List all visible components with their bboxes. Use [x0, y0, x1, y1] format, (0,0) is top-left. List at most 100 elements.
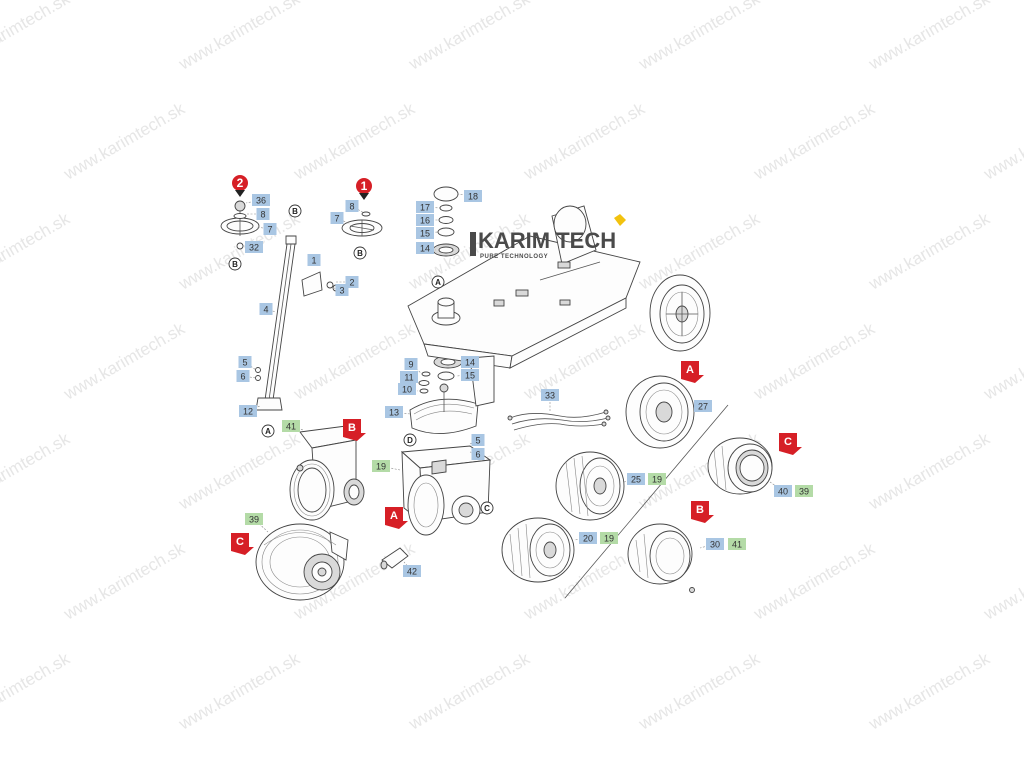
callout-label: 7 — [263, 223, 277, 235]
callout-box — [403, 565, 421, 577]
callout-label: 32 — [245, 241, 263, 253]
section-marker-shape — [779, 433, 802, 455]
callout-box — [627, 473, 645, 485]
watermark-text: www.karimtech.sk — [865, 649, 994, 734]
callout-number: 25 — [631, 475, 641, 485]
watermark-text: www.karimtech.sk — [750, 319, 879, 404]
callout-label: 12 — [239, 405, 257, 417]
callout-box — [345, 200, 359, 212]
callout-box — [236, 370, 250, 382]
callout-box — [259, 303, 273, 315]
numbered-marker-arrow — [359, 193, 369, 200]
watermark-text: www.karimtech.sk — [405, 0, 534, 74]
chassis-rear-wheel — [649, 274, 711, 352]
section-marker-letter: B — [348, 422, 356, 434]
connection-letter: C — [480, 501, 494, 515]
section-marker-shape — [343, 419, 366, 441]
callout-number: 5 — [475, 436, 480, 446]
callout-label: 16 — [416, 214, 434, 226]
callout-box — [541, 389, 559, 401]
section-marker-letter: C — [784, 436, 792, 448]
callout-number: 7 — [267, 225, 272, 235]
drive-unit-a — [400, 445, 492, 536]
watermark-text: www.karimtech.sk — [635, 209, 764, 294]
callout-box — [404, 358, 418, 370]
connection-letter: A — [431, 275, 445, 289]
callout-label: 7 — [330, 212, 344, 224]
numbered-marker-text: 1 — [361, 179, 368, 193]
callout-labels: 3687328713245612411817161514911101415135… — [236, 190, 813, 577]
callout-number: 5 — [242, 358, 247, 368]
leader-line — [244, 361, 257, 371]
watermark-text: www.karimtech.sk — [0, 0, 73, 74]
callout-label: 5 — [471, 434, 485, 446]
callout-label: 19 — [648, 473, 666, 485]
connection-letter-text: D — [407, 436, 413, 445]
callout-number: 6 — [240, 372, 245, 382]
callout-box — [471, 448, 485, 460]
callout-label: 1 — [307, 254, 321, 266]
callout-label: 8 — [345, 200, 359, 212]
callout-box — [416, 227, 434, 239]
callout-number: 27 — [698, 402, 708, 412]
callout-box — [385, 406, 403, 418]
callout-label: 33 — [541, 389, 559, 401]
callout-number: 39 — [249, 515, 259, 525]
leader-line — [247, 405, 261, 412]
leader-line — [255, 226, 271, 230]
section-marker-letter: A — [390, 510, 398, 522]
watermark-text: www.karimtech.sk — [750, 99, 879, 184]
callout-box — [282, 420, 300, 432]
callout-box — [416, 214, 434, 226]
callout-box — [307, 254, 321, 266]
callout-label: 39 — [245, 513, 263, 525]
callout-box — [795, 485, 813, 497]
callout-number: 19 — [604, 534, 614, 544]
callout-label: 30 — [706, 538, 724, 550]
callout-box — [252, 194, 270, 206]
callout-box — [400, 371, 418, 383]
wiring-harness — [507, 409, 611, 431]
callout-label: 19 — [372, 460, 390, 472]
callout-number: 16 — [420, 216, 430, 226]
callout-number: 32 — [249, 243, 259, 253]
section-marker-letter: A — [686, 364, 694, 376]
watermark-text: www.karimtech.sk — [0, 429, 73, 514]
turntable-gear — [409, 383, 479, 434]
callout-number: 19 — [652, 475, 662, 485]
watermark-text: www.karimtech.sk — [635, 649, 764, 734]
callout-box — [245, 241, 263, 253]
watermark-text: www.karimtech.sk — [980, 99, 1024, 184]
callout-label: 17 — [416, 201, 434, 213]
connection-circle — [431, 275, 445, 289]
callout-box — [256, 208, 270, 220]
callout-label: 40 — [774, 485, 792, 497]
wheel-27 — [625, 375, 695, 449]
callout-label: 27 — [694, 400, 712, 412]
callout-number: 20 — [583, 534, 593, 544]
callout-label: 10 — [398, 383, 416, 395]
callout-label: 25 — [627, 473, 645, 485]
watermark-text: www.karimtech.sk — [0, 209, 73, 294]
callout-number: 17 — [420, 203, 430, 213]
callout-label: 42 — [403, 565, 421, 577]
section-marker: B — [691, 501, 714, 523]
callout-label: 15 — [461, 369, 479, 381]
callout-box — [600, 532, 618, 544]
callout-box — [774, 485, 792, 497]
section-marker: C — [231, 533, 254, 555]
callout-box — [416, 242, 434, 254]
callout-number: 41 — [732, 540, 742, 550]
callout-label: 19 — [600, 532, 618, 544]
leader-line — [242, 375, 257, 379]
connection-letter: D — [403, 433, 417, 447]
section-marker: B — [343, 419, 366, 441]
callout-label: 9 — [404, 358, 418, 370]
callout-number: 2 — [349, 278, 354, 288]
chassis-frame — [407, 205, 641, 407]
wheel-25 — [555, 451, 625, 521]
callout-number: 11 — [404, 373, 413, 383]
callout-label: 8 — [256, 208, 270, 220]
